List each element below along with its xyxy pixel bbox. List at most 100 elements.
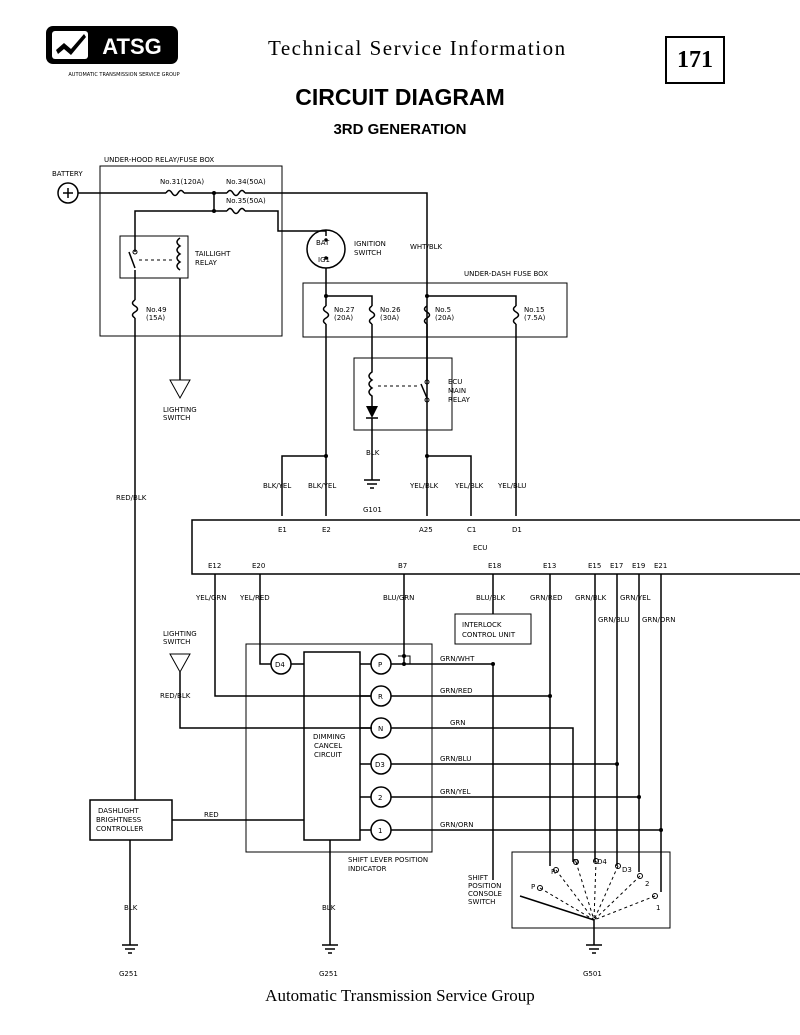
wire-label-wht-blk: WHT/BLK — [410, 243, 443, 251]
wire-label-yel-blu: YEL/BLU — [497, 482, 526, 490]
wire-label-blk-relay: BLK — [366, 449, 380, 457]
pin-e13: E13 — [543, 562, 556, 570]
ground-g251-right-symbol — [322, 944, 338, 954]
ecu-relay-label-1: ECU — [448, 378, 462, 386]
wire-label-red: RED — [204, 811, 219, 819]
lighting-switch-lower-label-2: SWITCH — [163, 638, 190, 646]
wire-label-grn-red: GRN/RED — [530, 594, 563, 602]
battery-label: BATTERY — [52, 170, 83, 178]
page-number-box: 171 — [665, 36, 725, 84]
fuse-49-symbol — [131, 299, 139, 319]
switch-pos-1: 1 — [656, 904, 660, 912]
interlock-label-2: CONTROL UNIT — [462, 631, 516, 639]
fuse-26-label-1: No.26 — [380, 306, 401, 314]
wire-label-grn-orn: GRN/ORN — [642, 616, 676, 624]
dimming-cancel-circuit — [303, 651, 361, 841]
shift-switch-label-2: POSITION — [468, 882, 501, 890]
wire-label-grn: GRN — [450, 719, 466, 727]
wire-label-grn-blu: GRN/BLU — [598, 616, 629, 624]
interlock-control-unit — [454, 613, 532, 645]
ecu-main-relay — [353, 357, 453, 431]
ecu-box — [191, 519, 800, 575]
ground-g101-label: G101 — [363, 506, 382, 514]
page-subtitle: 3RD GENERATION — [333, 121, 467, 138]
pin-e21: E21 — [654, 562, 667, 570]
interlock-label-1: INTERLOCK — [462, 621, 502, 629]
battery-symbol — [57, 182, 79, 204]
ground-g251-right-label: G251 — [319, 970, 338, 978]
fuse-26-symbol — [368, 305, 376, 325]
ground-g101-symbol — [364, 479, 380, 489]
fuse-35-symbol — [226, 207, 246, 215]
service-info-heading: Technical Service Information — [268, 36, 567, 60]
taillight-relay-coil — [176, 237, 182, 271]
shift-indicator-label-1: SHIFT LEVER POSITION — [348, 856, 428, 864]
lamp-n-label: N — [378, 725, 383, 733]
switch-pos-p: P — [531, 883, 535, 891]
pin-e19: E19 — [632, 562, 645, 570]
fuse-34-symbol — [226, 189, 246, 197]
fuse-31-symbol — [165, 189, 185, 197]
logo-subtitle: AUTOMATIC TRANSMISSION SERVICE GROUP — [68, 72, 179, 78]
underhood-box — [99, 165, 283, 337]
lighting-switch-label-1: LIGHTING — [163, 406, 197, 414]
logo-text: ATSG — [102, 34, 161, 59]
lighting-switch-lower-label-1: LIGHTING — [163, 630, 197, 638]
fuse-49-label-2: (15A) — [146, 314, 165, 322]
ground-g501-symbol — [586, 944, 602, 954]
fuse-27-label-2: (20A) — [334, 314, 353, 322]
lighting-switch-symbol-top — [169, 379, 191, 400]
pin-e1: E1 — [278, 526, 287, 534]
wire-label-yel-blk-2: YEL/BLK — [454, 482, 484, 490]
switch-pos-n: N — [573, 858, 578, 866]
wire-label-blk-yel-1: BLK/YEL — [263, 482, 291, 490]
wire-label-blk-indicator: BLK — [322, 904, 336, 912]
page-number: 171 — [677, 46, 713, 73]
shift-switch-label-1: SHIFT — [468, 874, 489, 882]
shift-indicator-label-2: INDICATOR — [348, 865, 387, 873]
ecu-relay-label-2: MAIN — [448, 387, 466, 395]
wire-label-blk-controller: BLK — [124, 904, 138, 912]
dimming-label-1: DIMMING — [313, 733, 345, 741]
ground-g251-left-label: G251 — [119, 970, 138, 978]
ground-g501-label: G501 — [583, 970, 602, 978]
lighting-switch-symbol-lower — [169, 653, 191, 674]
ecu-relay-label-3: RELAY — [448, 396, 471, 404]
lamp-d3-label: D3 — [375, 761, 385, 769]
dashlight-label-3: CONTROLLER — [96, 825, 144, 833]
wire-label-blu-blk: BLU/BLK — [476, 594, 506, 602]
taillight-relay — [119, 235, 189, 279]
ignition-switch-label-1: IGNITION — [354, 240, 386, 248]
lamp-d4-label: D4 — [275, 661, 285, 669]
pin-e15: E15 — [588, 562, 601, 570]
fuse-15-label-2: (7.5A) — [524, 314, 546, 322]
fuse-49-label-1: No.49 — [146, 306, 167, 314]
wire-label-blu-grn: BLU/GRN — [383, 594, 414, 602]
lamp-2-label: 2 — [378, 794, 382, 802]
pin-e12: E12 — [208, 562, 221, 570]
lamp-r-label: R — [378, 693, 383, 701]
taillight-relay-label-1: TAILLIGHT — [194, 250, 231, 258]
lamp-p-label: P — [378, 661, 382, 669]
fuse-15-symbol — [512, 305, 520, 325]
dimming-label-2: CANCEL — [314, 742, 342, 750]
wire-label-grn-red-lower: GRN/RED — [440, 687, 473, 695]
pin-c1: C1 — [467, 526, 476, 534]
wire-label-red-blk: RED/BLK — [116, 494, 147, 502]
wire-label-grn-wht: GRN/WHT — [440, 655, 475, 663]
pin-b7: B7 — [398, 562, 407, 570]
ign-ig1-label: IG1 — [318, 256, 330, 264]
footer-text: Automatic Transmission Service Group — [265, 986, 535, 1005]
wire-label-yel-grn: YEL/GRN — [195, 594, 226, 602]
fuse-27-symbol — [322, 305, 330, 325]
fuse-5-label-1: No.5 — [435, 306, 451, 314]
lighting-switch-label-2: SWITCH — [163, 414, 190, 422]
switch-pos-2: 2 — [645, 880, 649, 888]
underdash-box — [302, 282, 568, 338]
wire-label-grn-blk: GRN/BLK — [575, 594, 607, 602]
dashlight-label-1: DASHLIGHT — [98, 807, 139, 815]
pin-e18: E18 — [488, 562, 501, 570]
shift-position-console-switch — [511, 851, 671, 929]
